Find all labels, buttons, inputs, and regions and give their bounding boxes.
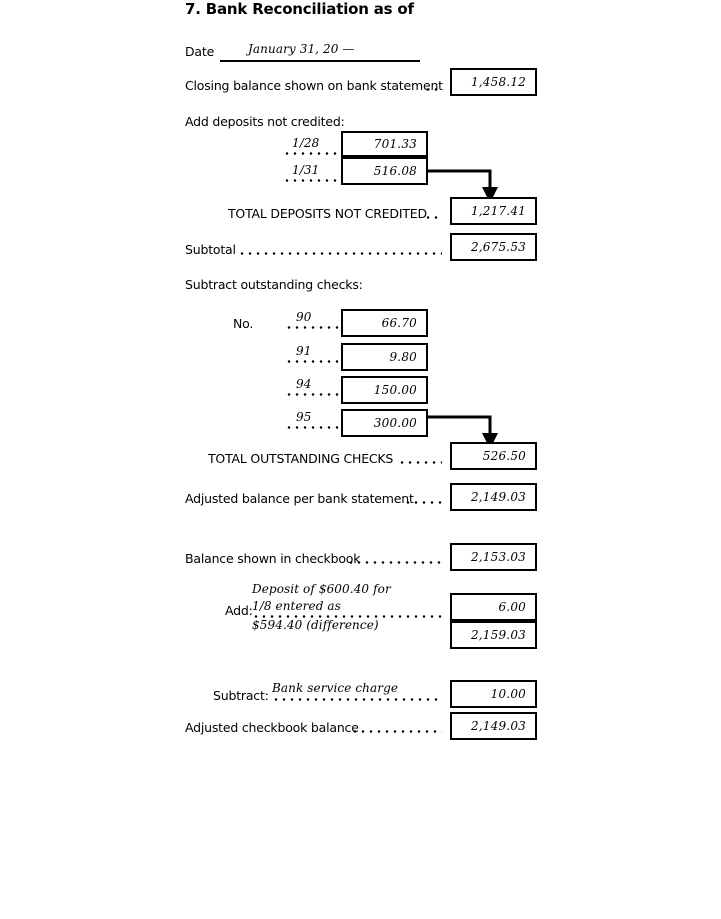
- total-checks-value: 526.50: [482, 449, 526, 463]
- adjusted-bank-box[interactable]: 2,149.03: [450, 483, 537, 511]
- check-number-2[interactable]: 91: [296, 344, 312, 358]
- check-value-1: 66.70: [381, 316, 417, 330]
- check-value-3: 150.00: [373, 383, 417, 397]
- deposit-date-2[interactable]: 1/31: [292, 163, 320, 177]
- subtotal-leader: [238, 252, 442, 255]
- deposit-leader-2: [283, 179, 340, 182]
- closing-balance-box[interactable]: 1,458.12: [450, 68, 537, 96]
- checkbook-balance-label: Balance shown in checkbook: [185, 551, 361, 566]
- adjusted-bank-label: Adjusted balance per bank statement: [185, 491, 414, 506]
- add-note-line-2[interactable]: 1/8 entered as: [252, 599, 341, 613]
- subtract-leader: [272, 698, 442, 701]
- adjusted-checkbook-label: Adjusted checkbook balance: [185, 720, 359, 735]
- total-deposits-box[interactable]: 1,217.41: [450, 197, 537, 225]
- subtract-amount-value: 10.00: [490, 687, 526, 701]
- deposits-total-arrow: [428, 169, 498, 203]
- add-leader: [252, 615, 442, 618]
- check-number-1[interactable]: 90: [296, 310, 312, 324]
- deposit-date-1[interactable]: 1/28: [292, 136, 320, 150]
- add-note-line-1[interactable]: Deposit of $600.40 for: [252, 582, 391, 596]
- check-leader-4: [285, 426, 341, 429]
- add-running-total-box[interactable]: 2,159.03: [450, 621, 537, 649]
- total-checks-label: TOTAL OUTSTANDING CHECKS: [208, 451, 394, 466]
- subtract-note[interactable]: Bank service charge: [272, 681, 399, 695]
- add-amount-value: 6.00: [498, 600, 526, 614]
- deposit-leader-1: [283, 152, 340, 155]
- checks-no-label: No.: [233, 316, 254, 331]
- checks-total-arrow: [428, 415, 498, 449]
- check-box-4[interactable]: 300.00: [341, 409, 428, 437]
- adjusted-bank-value: 2,149.03: [470, 490, 526, 504]
- closing-balance-value: 1,458.12: [470, 75, 526, 89]
- check-number-3[interactable]: 94: [296, 377, 312, 391]
- date-rule: [220, 60, 420, 62]
- checkbook-balance-box[interactable]: 2,153.03: [450, 543, 537, 571]
- check-number-4[interactable]: 95: [296, 410, 312, 424]
- adjusted-bank-leader: [404, 501, 442, 504]
- date-value[interactable]: January 31, 20 —: [248, 42, 355, 56]
- deposit-box-2[interactable]: 516.08: [341, 157, 428, 185]
- total-checks-leader: [398, 461, 442, 464]
- add-running-total-value: 2,159.03: [470, 628, 526, 642]
- check-leader-2: [285, 360, 341, 363]
- check-value-2: 9.80: [389, 350, 417, 364]
- checkbook-balance-value: 2,153.03: [470, 550, 526, 564]
- closing-balance-leader: [424, 88, 442, 91]
- deposits-heading: Add deposits not credited:: [185, 114, 345, 129]
- total-deposits-leader: [424, 216, 442, 219]
- deposit-box-1[interactable]: 701.33: [341, 131, 428, 157]
- add-amount-box[interactable]: 6.00: [450, 593, 537, 621]
- check-box-1[interactable]: 66.70: [341, 309, 428, 337]
- check-box-2[interactable]: 9.80: [341, 343, 428, 371]
- subtotal-value: 2,675.53: [470, 240, 526, 254]
- subtract-amount-box[interactable]: 10.00: [450, 680, 537, 708]
- subtotal-box[interactable]: 2,675.53: [450, 233, 537, 261]
- subtotal-label: Subtotal: [185, 242, 236, 257]
- checkbook-balance-leader: [347, 561, 442, 564]
- deposit-value-1: 701.33: [373, 137, 417, 151]
- subtract-label: Subtract:: [213, 688, 269, 703]
- check-leader-3: [285, 393, 341, 396]
- adjusted-checkbook-box[interactable]: 2,149.03: [450, 712, 537, 740]
- adjusted-checkbook-value: 2,149.03: [470, 719, 526, 733]
- adjusted-checkbook-leader: [351, 730, 442, 733]
- closing-balance-label: Closing balance shown on bank statement: [185, 78, 443, 93]
- add-note-line-3[interactable]: $594.40 (difference): [252, 618, 379, 632]
- page-title: 7. Bank Reconciliation as of: [185, 0, 414, 18]
- date-label: Date: [185, 44, 215, 59]
- deposit-value-2: 516.08: [373, 164, 417, 178]
- checks-heading: Subtract outstanding checks:: [185, 277, 363, 292]
- total-checks-box[interactable]: 526.50: [450, 442, 537, 470]
- check-leader-1: [285, 326, 341, 329]
- total-deposits-label: TOTAL DEPOSITS NOT CREDITED: [228, 206, 427, 221]
- check-value-4: 300.00: [373, 416, 417, 430]
- add-label: Add:: [225, 603, 253, 618]
- check-box-3[interactable]: 150.00: [341, 376, 428, 404]
- total-deposits-value: 1,217.41: [470, 204, 526, 218]
